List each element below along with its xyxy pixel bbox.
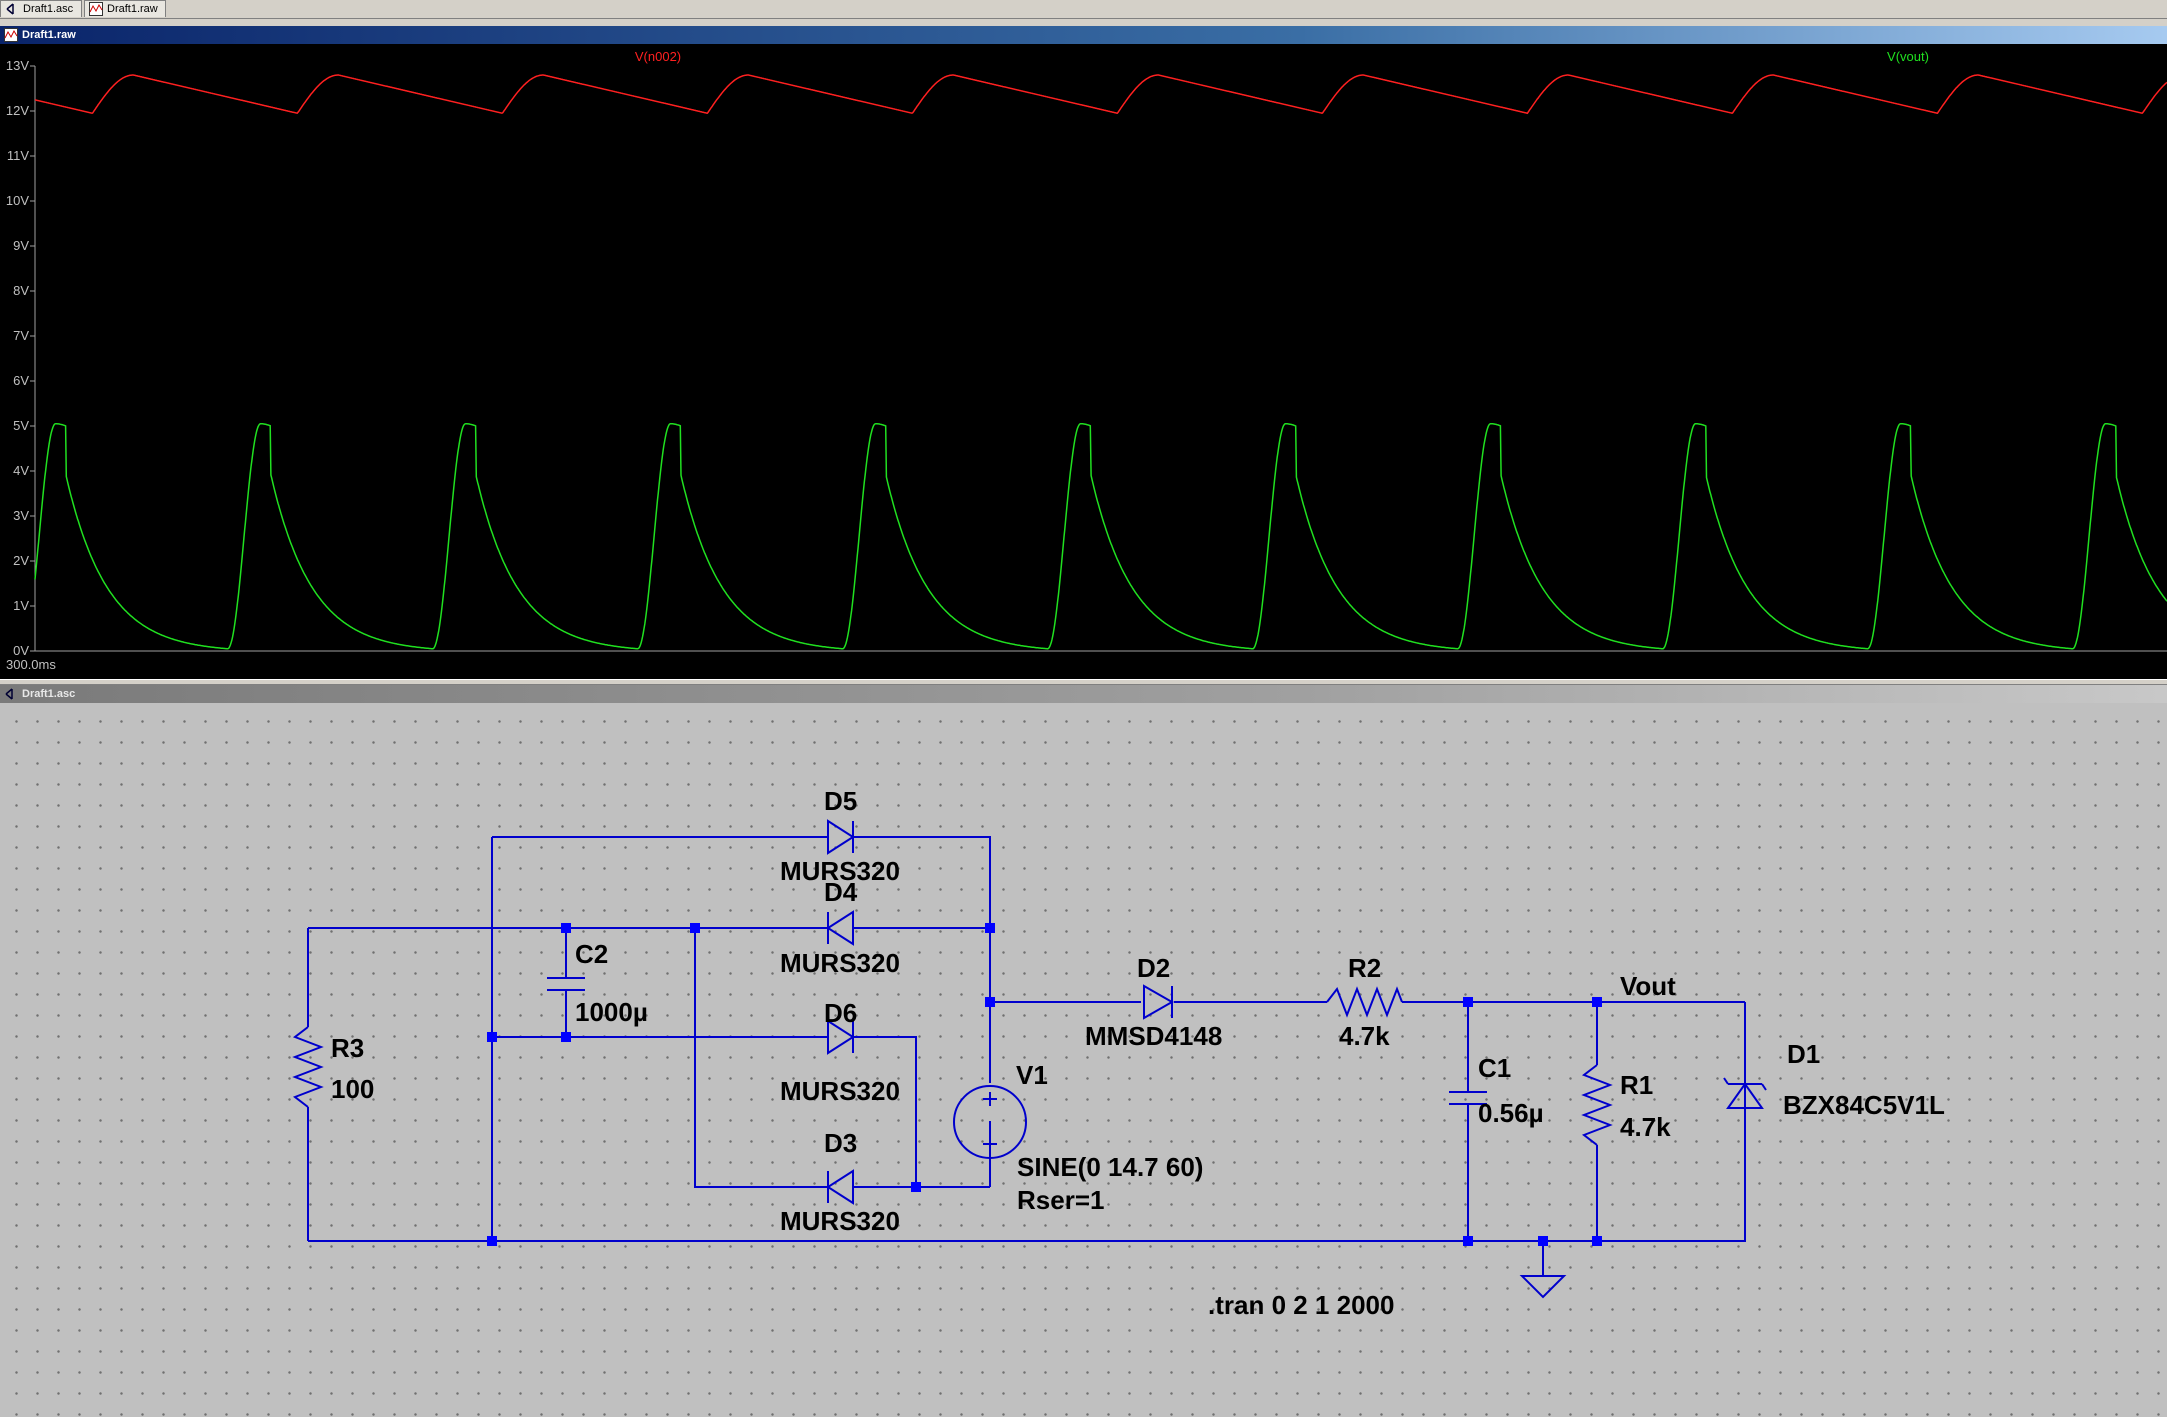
window-title-text: Draft1.asc bbox=[22, 688, 76, 700]
v1-ref[interactable]: V1 bbox=[1016, 1060, 1048, 1090]
y-tick-label: 7V bbox=[13, 328, 29, 343]
d5-value[interactable]: MURS320 bbox=[780, 856, 900, 886]
voltage-source-v1[interactable] bbox=[953, 1085, 1027, 1159]
trace-label-vvout[interactable]: V(vout) bbox=[1887, 49, 1929, 64]
c2-ref[interactable]: C2 bbox=[575, 939, 608, 969]
d2-value[interactable]: MMSD4148 bbox=[1085, 1021, 1222, 1051]
waveform-chart[interactable]: V(n002) V(vout) 13V 12V 11V 10V 9V 8V 7V 6V 5V 4V… bbox=[0, 44, 2167, 679]
schematic-icon bbox=[6, 3, 14, 15]
diode-d3[interactable] bbox=[826, 1169, 854, 1205]
diode-d4[interactable] bbox=[826, 910, 854, 946]
waveform-plot[interactable]: V(n002) V(vout) 13V 12V 11V 10V 9V 8V 7V 6V 5V 4V… bbox=[0, 44, 2167, 679]
r2-ref[interactable]: R2 bbox=[1348, 953, 1381, 983]
c1-value[interactable]: 0.56µ bbox=[1478, 1098, 1544, 1128]
y-tick-label: 12V bbox=[6, 103, 29, 118]
y-tick-label: 1V bbox=[13, 598, 29, 613]
d1-ref[interactable]: D1 bbox=[1787, 1039, 1820, 1069]
y-tick-label: 8V bbox=[13, 283, 29, 298]
r2-value[interactable]: 4.7k bbox=[1339, 1021, 1390, 1051]
r3-value[interactable]: 100 bbox=[331, 1074, 374, 1104]
d6-value[interactable]: MURS320 bbox=[780, 1076, 900, 1106]
tab-label: Draft1.asc bbox=[23, 3, 74, 15]
net-label-vout[interactable]: Vout bbox=[1620, 971, 1676, 1001]
junctions bbox=[487, 923, 1602, 1246]
d4-ref[interactable]: D4 bbox=[824, 877, 858, 907]
time-axis-label: 300.0ms bbox=[6, 657, 56, 672]
diode-d2[interactable] bbox=[1143, 984, 1175, 1020]
schematic-drawing[interactable]: D5 MURS320 D4 MURS320 D6 MURS320 D3 MURS… bbox=[0, 703, 2167, 1417]
resistor-r1[interactable] bbox=[1581, 1064, 1613, 1146]
d2-ref[interactable]: D2 bbox=[1137, 953, 1170, 983]
wires bbox=[307, 836, 1746, 1276]
r1-ref[interactable]: R1 bbox=[1620, 1070, 1653, 1100]
c2-value[interactable]: 1000µ bbox=[575, 997, 648, 1027]
waveform-window-title[interactable]: Draft1.raw bbox=[0, 26, 2167, 44]
tab-draft1-asc[interactable]: Draft1.asc bbox=[0, 0, 82, 17]
d3-value[interactable]: MURS320 bbox=[780, 1206, 900, 1236]
waveform-icon bbox=[89, 2, 103, 16]
y-tick-label: 6V bbox=[13, 373, 29, 388]
capacitor-c1[interactable] bbox=[1449, 1091, 1487, 1105]
schematic-window-title[interactable]: Draft1.asc bbox=[0, 685, 2167, 703]
d3-ref[interactable]: D3 bbox=[824, 1128, 857, 1158]
diode-d6[interactable] bbox=[827, 1019, 855, 1055]
y-tick-label: 11V bbox=[7, 148, 29, 163]
y-tick-label: 4V bbox=[13, 463, 29, 478]
d6-ref[interactable]: D6 bbox=[824, 998, 857, 1028]
y-tick-label: 13V bbox=[6, 58, 29, 73]
r3-ref[interactable]: R3 bbox=[331, 1033, 364, 1063]
d5-ref[interactable]: D5 bbox=[824, 786, 857, 816]
waveform-icon bbox=[4, 28, 18, 42]
spice-directive-tran[interactable]: .tran 0 2 1 2000 bbox=[1208, 1290, 1394, 1320]
tab-draft1-raw[interactable]: Draft1.raw bbox=[84, 0, 166, 17]
window-tab-bar: Draft1.asc Draft1.raw bbox=[0, 0, 2167, 19]
schematic-icon bbox=[5, 688, 13, 700]
c1-ref[interactable]: C1 bbox=[1478, 1053, 1511, 1083]
y-tick-label: 2V bbox=[13, 553, 29, 568]
trace-label-vn002[interactable]: V(n002) bbox=[635, 49, 681, 64]
tab-label: Draft1.raw bbox=[107, 3, 158, 15]
diode-d5[interactable] bbox=[827, 819, 855, 855]
v1-value[interactable]: SINE(0 14.7 60) bbox=[1017, 1152, 1203, 1182]
y-tick-label: 5V bbox=[13, 418, 29, 433]
trace-vn002 bbox=[34, 74, 2167, 115]
y-tick-label: 3V bbox=[13, 508, 29, 523]
pane-splitter[interactable] bbox=[0, 679, 2167, 685]
d4-value[interactable]: MURS320 bbox=[780, 948, 900, 978]
schematic-canvas[interactable]: D5 MURS320 D4 MURS320 D6 MURS320 D3 MURS… bbox=[0, 703, 2167, 1417]
d1-value[interactable]: BZX84C5V1L bbox=[1783, 1090, 1945, 1120]
capacitor-c2[interactable] bbox=[547, 977, 585, 991]
window-title-text: Draft1.raw bbox=[22, 29, 76, 41]
v1-rser[interactable]: Rser=1 bbox=[1017, 1185, 1104, 1215]
resistor-r2[interactable] bbox=[1326, 986, 1403, 1018]
y-tick-label: 10V bbox=[6, 193, 29, 208]
r1-value[interactable]: 4.7k bbox=[1620, 1112, 1671, 1142]
y-tick-label: 9V bbox=[13, 238, 29, 253]
trace-vvout bbox=[34, 423, 2167, 650]
y-tick-label: 0V bbox=[13, 643, 29, 658]
ground-symbol[interactable] bbox=[1519, 1275, 1567, 1299]
resistor-r3[interactable] bbox=[292, 1026, 324, 1108]
zener-diode-d1[interactable] bbox=[1723, 1077, 1767, 1109]
